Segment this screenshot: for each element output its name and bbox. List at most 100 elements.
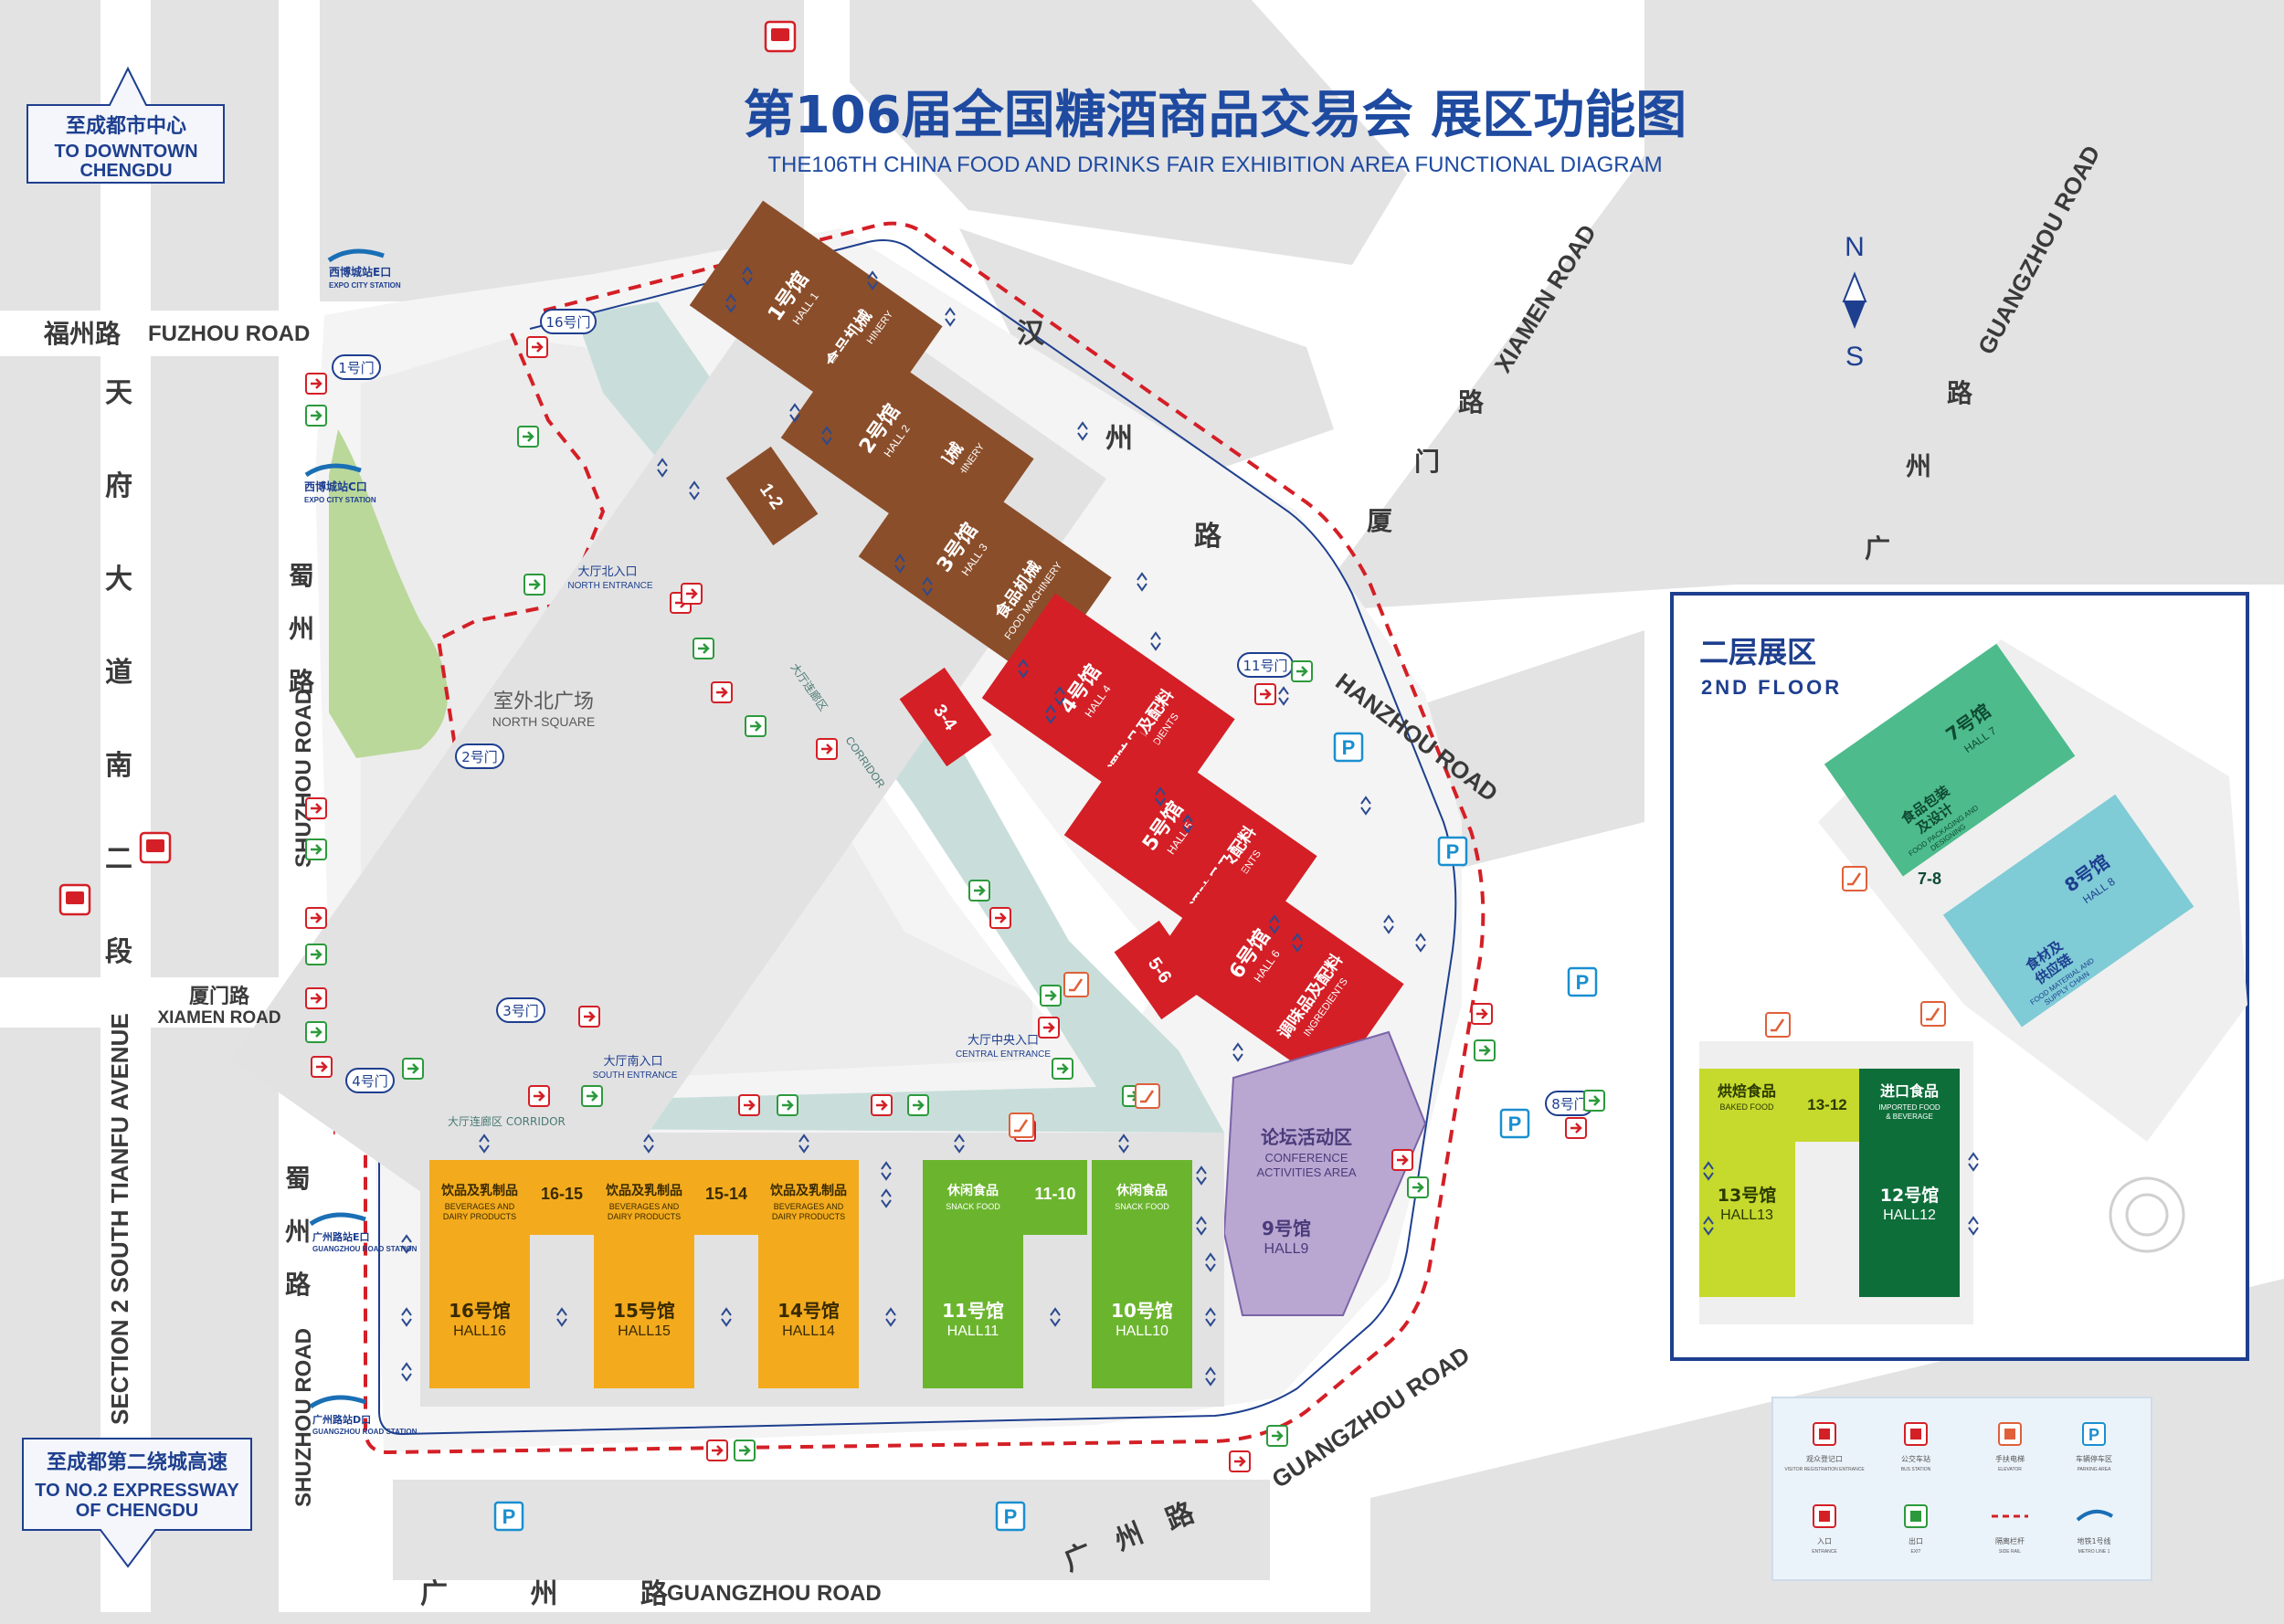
hall-category-en1: SNACK FOOD (1115, 1202, 1169, 1211)
parking-box (1437, 836, 1468, 867)
hall-category-en1: BEVERAGES AND (609, 1202, 680, 1211)
north-square-cn: 室外北广场 (493, 691, 594, 713)
gate-badge[interactable] (540, 309, 597, 334)
gate-marker[interactable]: 3号门 (496, 997, 545, 1023)
escalator-icon (1842, 866, 1867, 891)
direction-arrow-icon (401, 1234, 412, 1254)
metro-expo-c-cn: 西博城站C口 (304, 480, 367, 493)
exit-icon (745, 715, 767, 737)
icon-arrow (311, 1027, 323, 1038)
exit-icon (1291, 660, 1313, 682)
gate-marker[interactable]: 4号门 (345, 1068, 395, 1093)
hall-block[interactable] (594, 1160, 694, 1388)
legend-cn: 观众登记口 (1806, 1454, 1843, 1463)
direction-arrow-icon (689, 480, 700, 501)
direction-arrow-icon (1137, 572, 1147, 592)
city-block (959, 228, 1334, 511)
gate-marker[interactable]: 1号门 (332, 354, 381, 380)
side-rail (436, 332, 697, 1033)
hall-block[interactable] (923, 1160, 1023, 1388)
hall-block[interactable] (1942, 794, 2194, 1028)
legend-en: PARKING AREA (2078, 1467, 2112, 1472)
hall-block[interactable] (1859, 1069, 1960, 1297)
direction-arrow-icon (643, 1134, 654, 1154)
gate-marker[interactable]: 11号门 (1237, 652, 1294, 678)
road-char: 段 (105, 936, 132, 968)
gate-marker[interactable]: 2号门 (455, 743, 504, 769)
parking-letter: P (502, 1505, 516, 1528)
hall-category-en: BAKED FOOD (1719, 1102, 1774, 1112)
parking-letter: P (1342, 736, 1356, 759)
exit-icon (1266, 1425, 1288, 1447)
hall-block[interactable] (1092, 1160, 1192, 1388)
icon-arrow (750, 721, 762, 732)
central-entrance-cn: 大厅中央入口 (968, 1034, 1039, 1048)
direction-arrow-icon (881, 1188, 892, 1208)
legend-en: METRO LINE 1 (2078, 1549, 2110, 1555)
parking-box (1499, 1108, 1530, 1139)
hall-block[interactable] (1150, 858, 1404, 1089)
entrance-icon (706, 1439, 728, 1461)
icon-arrow (1043, 1022, 1055, 1033)
legend-cn: 手扶电梯 (1995, 1454, 2025, 1463)
direction-arrow-icon (1118, 1134, 1129, 1154)
hall9-cn: 论坛活动区 (1261, 1126, 1352, 1148)
hall-category-cn: 饮品及乳制品 (769, 1183, 847, 1198)
shuzhou-road-en-bottom: SHUZHOU ROAD (291, 1328, 316, 1507)
icon-arrow (587, 1091, 598, 1102)
icon-arrow (532, 342, 544, 353)
icon-stair (1926, 1007, 1940, 1021)
gate-label: 8号门 (1551, 1096, 1588, 1113)
icon-box (1009, 1113, 1034, 1138)
direction-arrow-icon (401, 1307, 412, 1327)
road-char: 二 (105, 843, 132, 875)
icon-arrow (821, 743, 833, 754)
hall9-name: 9号馆 (1262, 1218, 1311, 1239)
gate-badge[interactable] (345, 1068, 395, 1093)
gate-marker[interactable]: 16号门 (540, 309, 597, 334)
hall-en: HALL10 (1116, 1323, 1168, 1339)
parking-icon (2082, 1422, 2106, 1446)
icon-stair (1069, 978, 1084, 992)
gate-badge[interactable] (332, 354, 381, 380)
icon-arrow (529, 579, 541, 590)
hall-block[interactable] (429, 1160, 530, 1388)
exit-icon (907, 1094, 929, 1116)
fuzhou-road-en: FUZHOU ROAD (148, 322, 310, 346)
hall-block[interactable] (1699, 1069, 1795, 1297)
road-char: 路 (1458, 387, 1485, 417)
icon-arrow (1570, 1123, 1582, 1134)
exit-icon (968, 880, 990, 902)
hall-block[interactable] (1824, 643, 2076, 877)
icon-arrow (1479, 1045, 1491, 1056)
gate-badge[interactable] (496, 997, 545, 1023)
direction-arrow-icon (479, 1134, 490, 1154)
xiamen-road-small-cn: 厦门路 (189, 985, 250, 1008)
direction-arrow-icon (556, 1307, 567, 1327)
link-block (1023, 1160, 1087, 1235)
icon-arrow (698, 643, 710, 654)
icon-arrow (407, 1063, 419, 1074)
gate-badge[interactable] (455, 743, 504, 769)
legend-cn: 出口 (1909, 1536, 1923, 1545)
hall-block[interactable] (758, 1160, 859, 1388)
gate-marker[interactable]: 8号门 (1545, 1091, 1594, 1116)
road-char: 州 (1105, 423, 1133, 455)
fuzhou-road-cn: 福州路 (43, 319, 122, 349)
icon-arrow (716, 687, 728, 698)
icon-stair (1771, 1018, 1785, 1032)
